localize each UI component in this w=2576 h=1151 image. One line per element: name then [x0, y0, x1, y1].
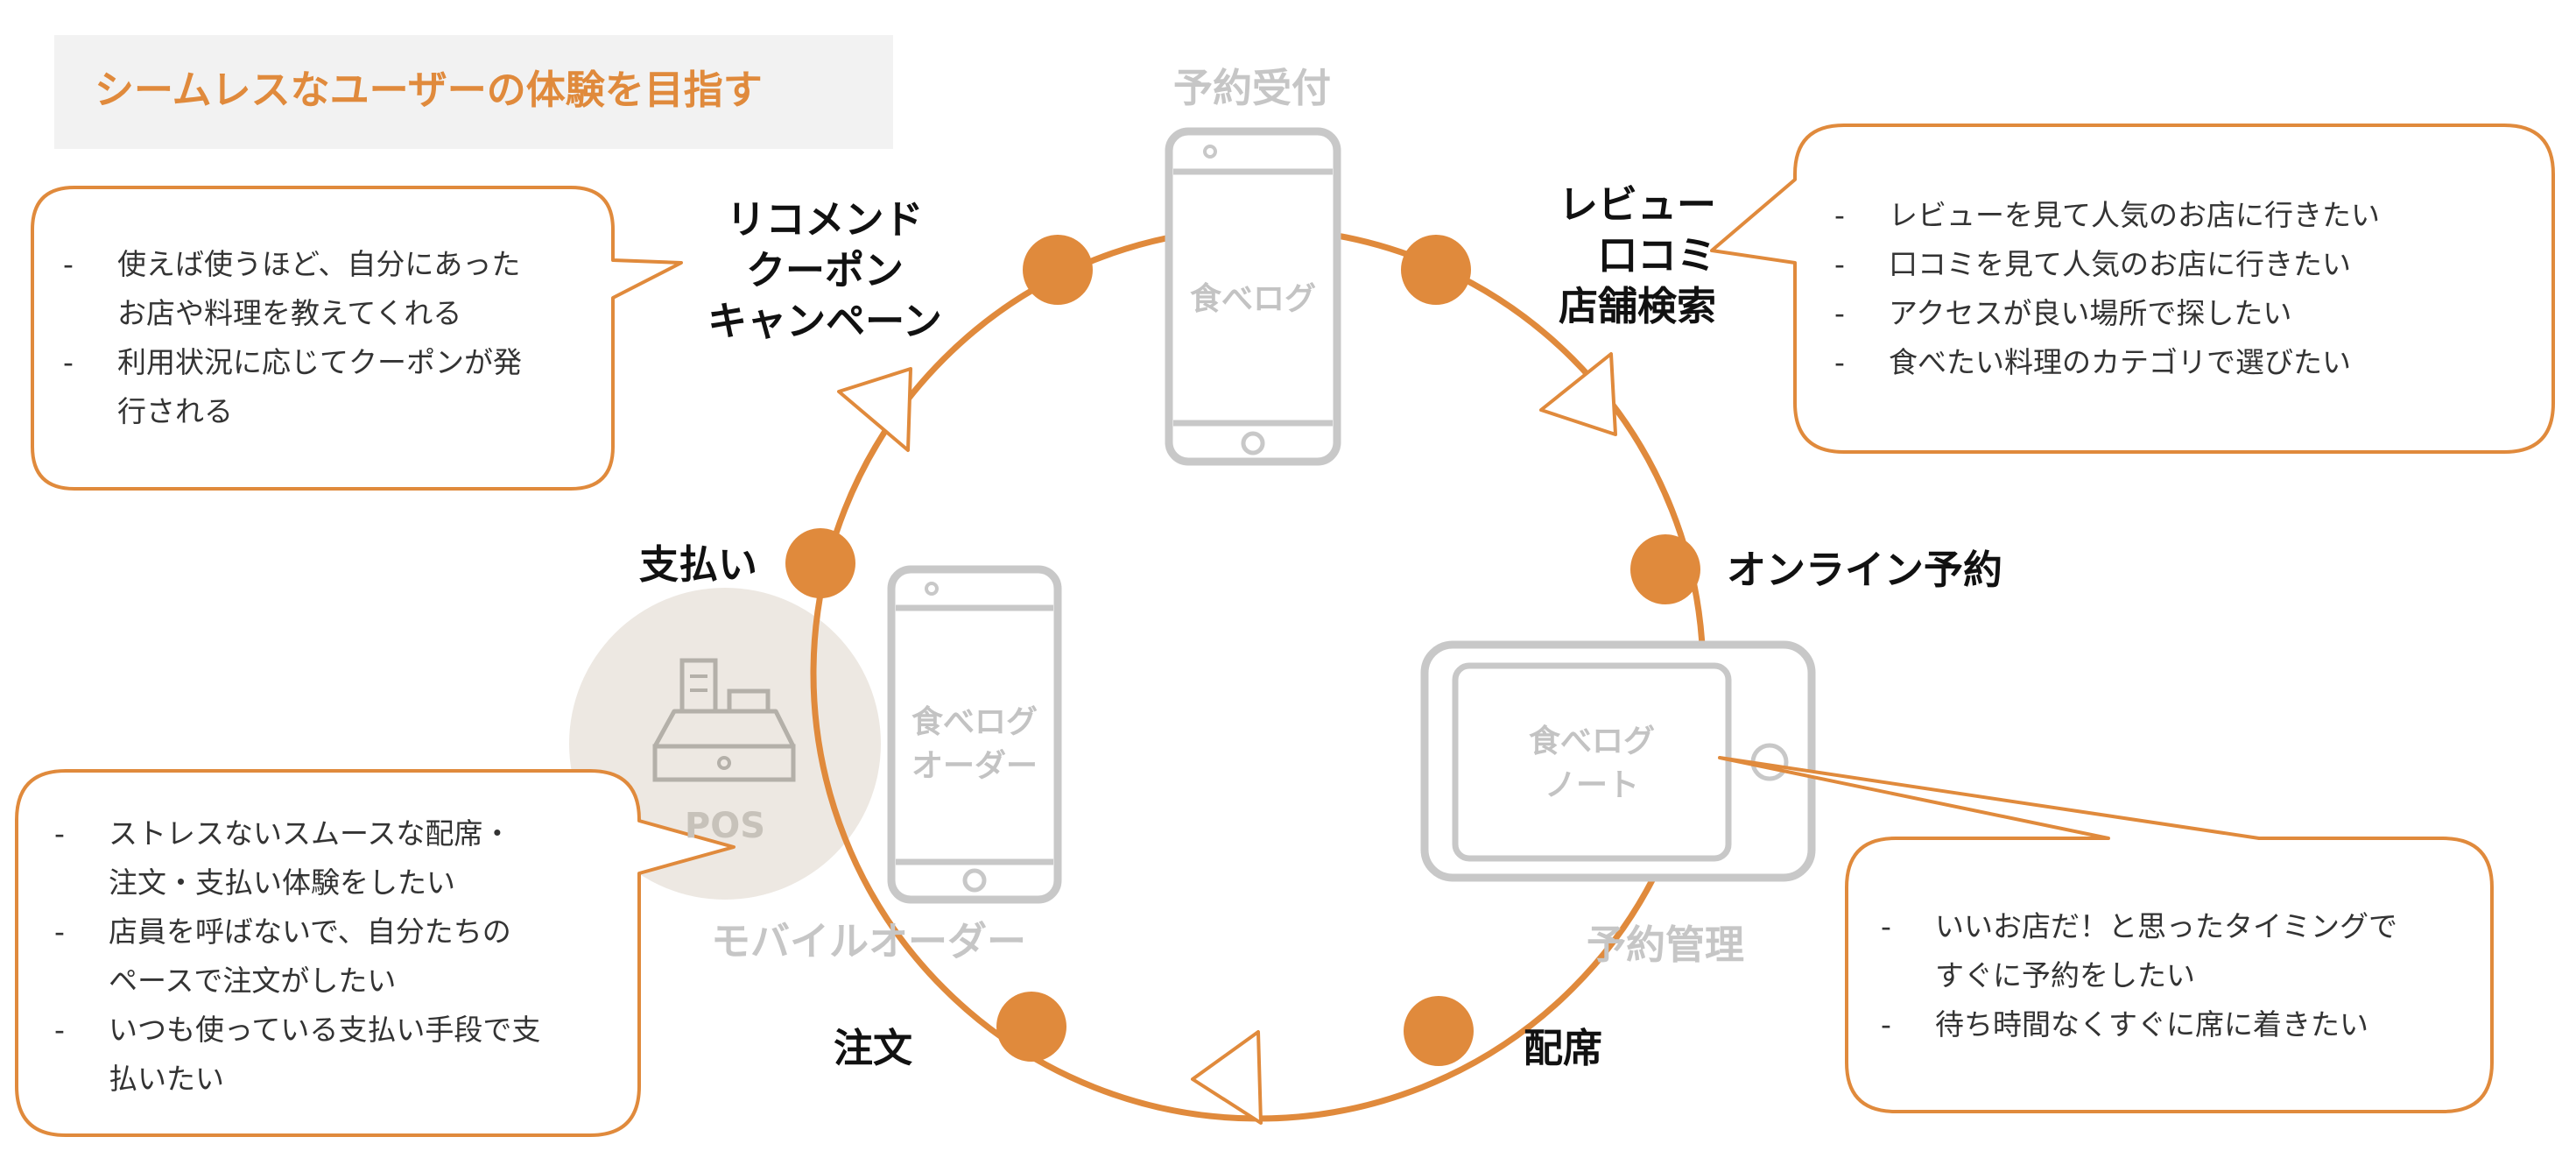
- bubble-list-item: 待ち時間なくすぐに席に着きたい: [1872, 1000, 2485, 1049]
- stage-node-review: [1401, 235, 1471, 305]
- device-label-reception: 予約受付: [1172, 65, 1331, 111]
- bubble-list-recommend: 使えば使うほど、自分にあったお店や料理を教えてくれる利用状況に応じてクーポンが発…: [54, 240, 597, 436]
- cash-register-icon: [652, 658, 796, 782]
- pos-label: POS: [684, 806, 766, 846]
- smartphone-icon: [887, 565, 1062, 904]
- stage-node-online-reservation: [1630, 534, 1700, 604]
- arrow-triangle-icon: [837, 367, 912, 452]
- screen-text-tabelog: 食べログ: [1189, 281, 1316, 317]
- tablet-icon: [1420, 640, 1816, 882]
- device-label-reservation-management: 予約管理: [1587, 922, 1745, 968]
- stage-label-payment: 支払い: [639, 541, 758, 588]
- bubble-list-payment: ストレスないスムースな配席・注文・支払い体験をしたい店員を呼ばないで、自分たちの…: [46, 809, 623, 1104]
- arrow-triangle-icon: [1191, 1030, 1263, 1125]
- device-label-mobile-order: モバイルオーダー: [711, 918, 1027, 964]
- bubble-list-item: アクセスが良い場所で探したい: [1826, 289, 2544, 338]
- bubble-list-review: レビューを見て人気のお店に行きたい口コミを見て人気のお店に行きたいアクセスが良い…: [1826, 191, 2544, 387]
- title-banner: [54, 35, 893, 149]
- stage-node-order: [996, 992, 1066, 1062]
- stage-node-recommend: [1023, 235, 1093, 305]
- stage-label-review: レビュー口コミ店舗検索: [1558, 181, 1716, 329]
- bubble-list-item: ストレスないスムースな配席・注文・支払い体験をしたい: [46, 809, 623, 907]
- arrow-triangle-icon: [1539, 352, 1617, 436]
- screen-text-tabelog-order: 食べログオーダー: [911, 704, 1038, 784]
- bubble-list-item: レビューを見て人気のお店に行きたい: [1826, 191, 2544, 240]
- stage-label-online-reservation: オンライン予約: [1727, 547, 2003, 593]
- stage-label-recommend: リコメンドクーポンキャンペーン: [707, 196, 942, 344]
- bubble-list-item: 食べたい料理のカテゴリで選びたい: [1826, 338, 2544, 387]
- stage-node-payment: [785, 528, 855, 598]
- stage-label-order: 注文: [834, 1025, 913, 1071]
- screen-text-tabelog-note: 食べログノート: [1528, 724, 1655, 803]
- bubble-list-item: 口コミを見て人気のお店に行きたい: [1826, 240, 2544, 289]
- page-title: シームレスなユーザーの体験を目指す: [95, 67, 763, 113]
- stage-label-seating: 配席: [1524, 1025, 1603, 1071]
- smartphone-icon: [1165, 127, 1341, 466]
- stage-node-seating: [1404, 996, 1474, 1066]
- bubble-list-seating: いいお店だ！と思ったタイミングですぐに予約をしたい待ち時間なくすぐに席に着きたい: [1872, 902, 2485, 1049]
